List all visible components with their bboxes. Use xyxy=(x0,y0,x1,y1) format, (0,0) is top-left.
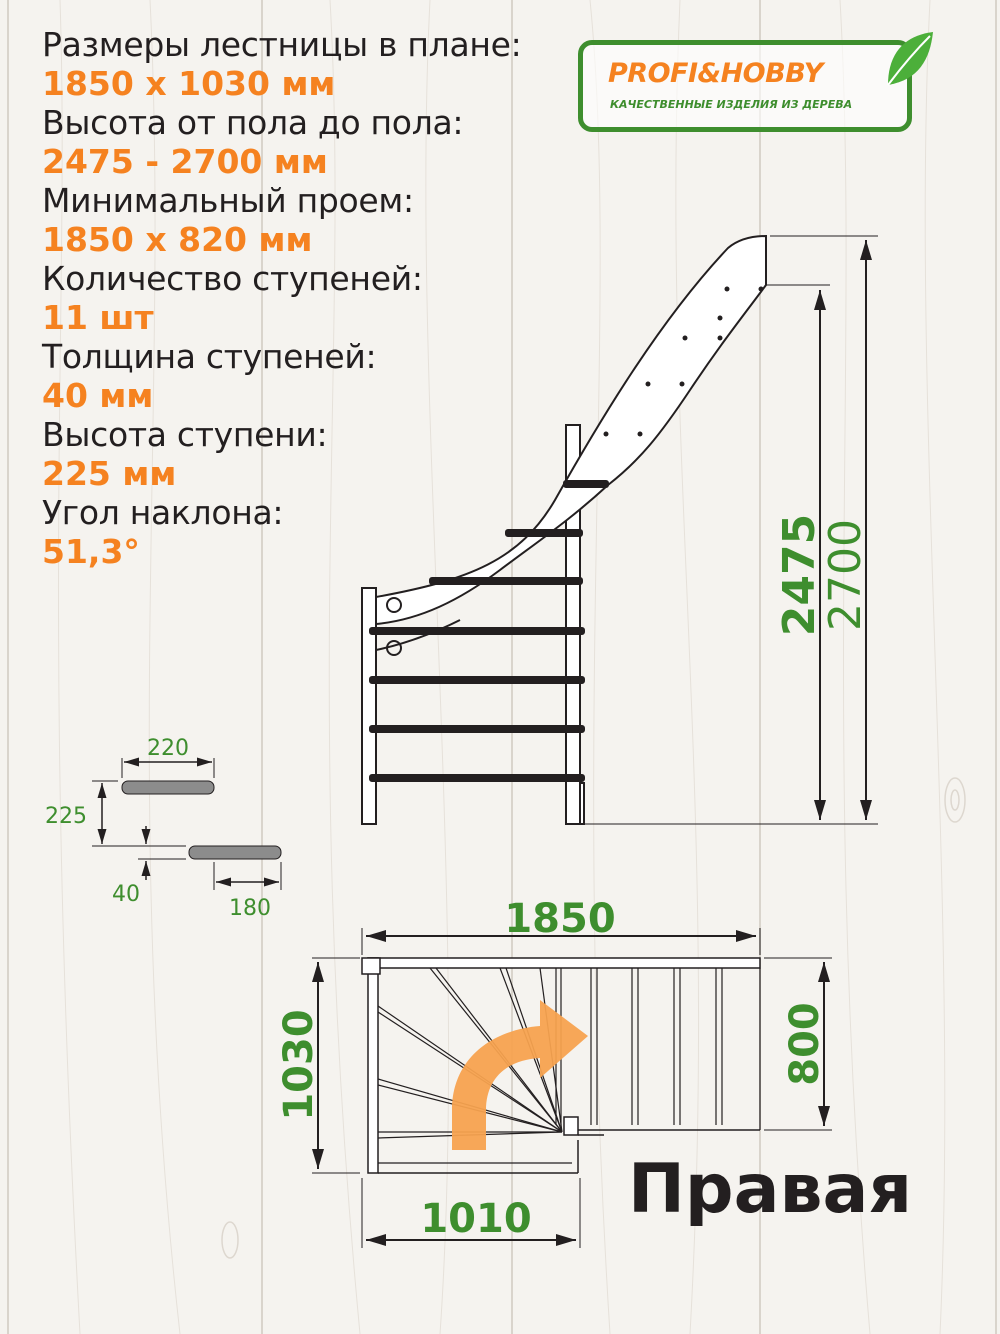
spec-value: 2475 - 2700 мм xyxy=(42,142,328,181)
step-thickness-label: 40 xyxy=(112,882,140,907)
spec-value: 1850 х 1030 мм xyxy=(42,64,336,103)
elevation-bolt-dots xyxy=(603,286,764,437)
logo-name: PROFI&HOBBY xyxy=(608,58,823,89)
lower-tread xyxy=(188,845,282,860)
logo-frame xyxy=(578,40,912,132)
plan-width-label: 1030 xyxy=(276,1009,322,1120)
height-max-label: 2700 xyxy=(820,519,871,631)
direction-arrow-icon xyxy=(452,1000,588,1150)
step-overlap-label: 180 xyxy=(229,896,271,921)
step-depth-label: 220 xyxy=(147,736,189,761)
elevation-treads xyxy=(369,480,609,782)
plan-turn-length-label: 1010 xyxy=(420,1196,531,1242)
spec-label: Высота от пола до пола: xyxy=(42,103,464,142)
direction-label: Правая xyxy=(628,1150,913,1229)
brand-logo: PROFI&HOBBY КАЧЕСТВЕННЫЕ ИЗДЕЛИЯ ИЗ ДЕРЕ… xyxy=(578,32,933,138)
spec-label: Толщина ступеней: xyxy=(42,337,377,376)
spec-value: 1850 х 820 мм xyxy=(42,220,313,259)
step-detail: 220 225 40 180 xyxy=(45,736,282,921)
spec-label: Высота ступени: xyxy=(42,415,328,454)
spec-value: 40 мм xyxy=(42,376,154,415)
height-min-label: 2475 xyxy=(774,514,825,636)
step-height-label: 225 xyxy=(45,804,87,829)
side-elevation xyxy=(361,234,878,825)
plan-opening-width-label: 800 xyxy=(782,1002,828,1086)
spec-label: Минимальный проем: xyxy=(42,181,414,220)
upper-tread xyxy=(121,780,215,795)
spec-label: Угол наклона: xyxy=(42,493,284,532)
spec-label: Размеры лестницы в плане: xyxy=(42,25,522,64)
spec-label: Количество ступеней: xyxy=(42,259,423,298)
spec-value: 11 шт xyxy=(42,298,154,337)
leaf-icon xyxy=(887,32,933,86)
plan-length-label: 1850 xyxy=(504,896,615,942)
spec-value: 225 мм xyxy=(42,454,177,493)
logo-tagline: КАЧЕСТВЕННЫЕ ИЗДЕЛИЯ ИЗ ДЕРЕВА xyxy=(610,98,853,111)
spec-value: 51,3° xyxy=(42,532,140,571)
